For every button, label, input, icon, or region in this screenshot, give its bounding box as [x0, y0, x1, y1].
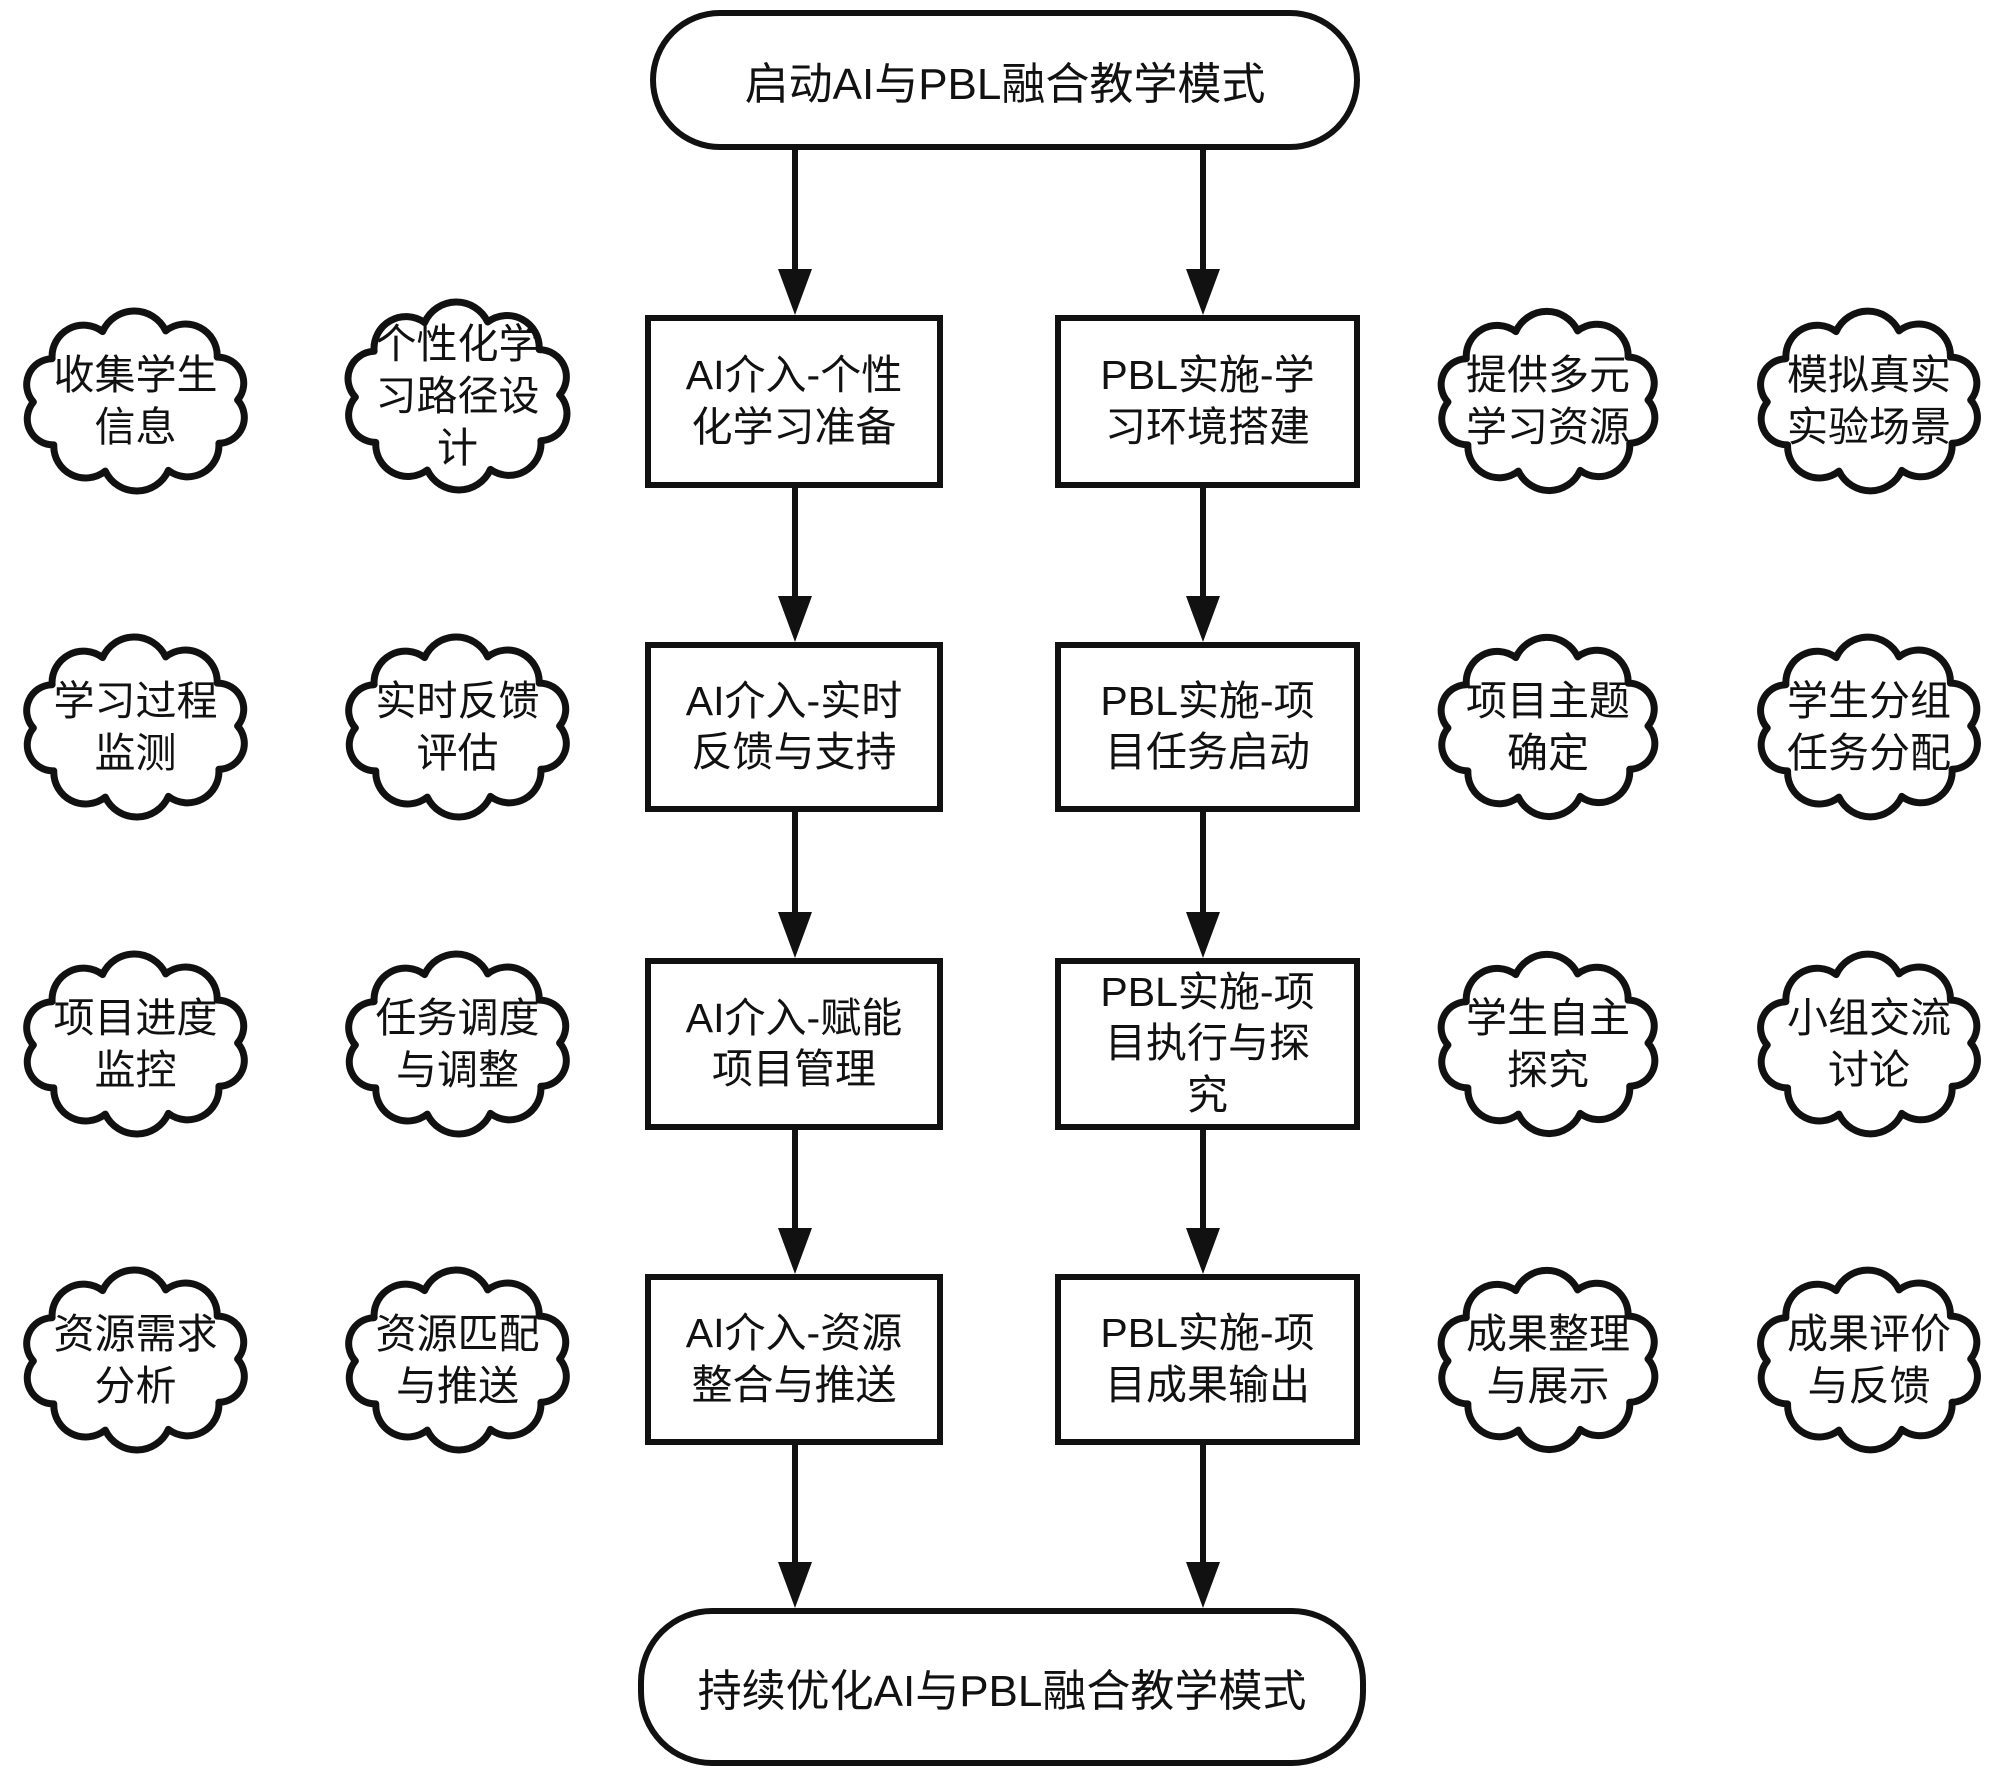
arrowhead-icon — [1186, 269, 1220, 315]
cloud-shape-icon — [345, 1266, 570, 1454]
arrow-pbl-2-to-3 — [1186, 812, 1220, 958]
box-ai-step-1-label: AI介入-个性化学习准备 — [685, 352, 903, 450]
cloud-shape-icon — [23, 633, 248, 821]
arrowhead-icon — [778, 269, 812, 315]
cloud-shape-icon — [1437, 1266, 1659, 1454]
box-ai-step-2: AI介入-实时反馈与支持 — [645, 642, 943, 812]
cloud-project-topic-determination: 项目主题确定 — [1423, 633, 1673, 821]
cloud-student-grouping-task-allocation: 学生分组任务分配 — [1742, 633, 1996, 821]
cloud-resource-matching-push: 资源匹配与推送 — [330, 1266, 585, 1454]
box-ai-step-3: AI介入-赋能项目管理 — [645, 958, 943, 1130]
cloud-resource-demand-analysis: 资源需求分析 — [8, 1266, 263, 1454]
arrow-ai-1-to-2 — [778, 488, 812, 642]
cloud-shape-icon — [345, 633, 570, 821]
start-node-label: 启动AI与PBL融合教学模式 — [744, 60, 1266, 109]
box-pbl-step-2: PBL实施-项目任务启动 — [1055, 642, 1360, 812]
box-pbl-step-4: PBL实施-项目成果输出 — [1055, 1274, 1360, 1445]
arrowhead-icon — [1186, 1562, 1220, 1608]
cloud-shape-icon — [1757, 1266, 1981, 1454]
arrow-ai-4-to-end — [778, 1445, 812, 1608]
arrow-pbl-1-to-2 — [1186, 488, 1220, 642]
cloud-shape-icon — [1757, 307, 1981, 495]
box-pbl-step-3-label: PBL实施-项目执行与探究 — [1100, 969, 1315, 1118]
box-ai-step-3-label: AI介入-赋能项目管理 — [685, 994, 903, 1092]
box-ai-step-4: AI介入-资源整合与推送 — [645, 1274, 943, 1445]
cloud-collect-student-info: 收集学生信息 — [8, 307, 263, 495]
arrowhead-icon — [778, 1562, 812, 1608]
box-pbl-step-3: PBL实施-项目执行与探究 — [1055, 958, 1360, 1130]
start-node: 启动AI与PBL融合教学模式 — [650, 10, 1360, 150]
arrow-ai-2-to-3 — [778, 812, 812, 958]
box-pbl-step-2-label: PBL实施-项目任务启动 — [1100, 677, 1315, 775]
box-pbl-step-4-label: PBL实施-项目成果输出 — [1100, 1310, 1315, 1408]
end-node: 持续优化AI与PBL融合教学模式 — [638, 1608, 1366, 1766]
end-node-label: 持续优化AI与PBL融合教学模式 — [697, 1667, 1307, 1716]
cloud-simulate-real-experiment: 模拟真实实验场景 — [1742, 307, 1996, 495]
box-pbl-step-1-label: PBL实施-学习环境搭建 — [1100, 352, 1315, 450]
cloud-project-progress-monitoring: 项目进度监控 — [8, 950, 263, 1138]
cloud-shape-icon — [23, 950, 248, 1138]
cloud-shape-icon — [1437, 307, 1659, 495]
arrowhead-icon — [778, 1228, 812, 1274]
cloud-results-evaluation-feedback: 成果评价与反馈 — [1742, 1266, 1996, 1454]
arrowhead-icon — [1186, 596, 1220, 642]
cloud-shape-icon — [23, 1266, 248, 1454]
arrowhead-icon — [1186, 912, 1220, 958]
cloud-shape-icon — [1437, 633, 1659, 821]
cloud-learning-process-monitoring: 学习过程监测 — [8, 633, 263, 821]
box-ai-step-4-label: AI介入-资源整合与推送 — [685, 1310, 903, 1408]
arrow-start-to-pbl-1 — [1186, 150, 1220, 315]
arrow-start-to-ai-1 — [778, 150, 812, 315]
cloud-results-organization-display: 成果整理与展示 — [1423, 1266, 1673, 1454]
arrow-pbl-4-to-end — [1186, 1445, 1220, 1608]
cloud-shape-icon — [344, 298, 571, 494]
arrowhead-icon — [778, 596, 812, 642]
cloud-diverse-learning-resources: 提供多元学习资源 — [1423, 307, 1673, 495]
cloud-group-discussion: 小组交流讨论 — [1742, 950, 1996, 1138]
box-pbl-step-1: PBL实施-学习环境搭建 — [1055, 315, 1360, 488]
box-ai-step-2-label: AI介入-实时反馈与支持 — [685, 677, 903, 775]
cloud-shape-icon — [345, 950, 570, 1138]
cloud-task-scheduling-adjustment: 任务调度与调整 — [330, 950, 585, 1138]
arrow-ai-3-to-4 — [778, 1130, 812, 1274]
cloud-realtime-feedback-assessment: 实时反馈评估 — [330, 633, 585, 821]
cloud-student-self-inquiry: 学生自主探究 — [1423, 950, 1673, 1138]
cloud-shape-icon — [1757, 633, 1981, 821]
arrow-pbl-3-to-4 — [1186, 1130, 1220, 1274]
cloud-personalized-path-design: 个性化学习路径设计 — [330, 298, 585, 494]
arrowhead-icon — [1186, 1228, 1220, 1274]
cloud-shape-icon — [1437, 950, 1659, 1138]
box-ai-step-1: AI介入-个性化学习准备 — [645, 315, 943, 488]
cloud-shape-icon — [23, 307, 248, 495]
cloud-shape-icon — [1757, 950, 1981, 1138]
arrowhead-icon — [778, 912, 812, 958]
